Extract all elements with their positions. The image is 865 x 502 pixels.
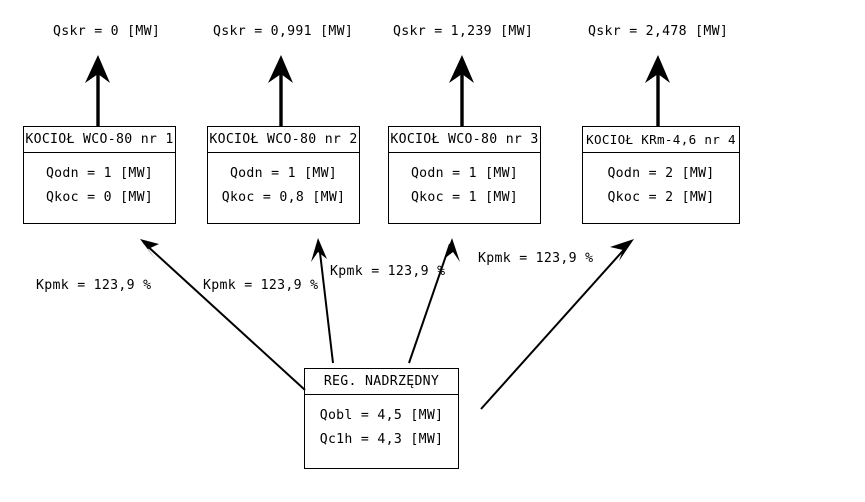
output-label-2: Qskr = 0,991 [MW] <box>213 24 354 39</box>
output-label-3: Qskr = 1,239 [MW] <box>393 24 534 39</box>
boiler-3-qkoc: Qkoc = 1 [MW] <box>410 190 519 205</box>
gain-label-3: Kpmk = 123,9 % <box>330 264 446 279</box>
master-controller-qc1h: Qc1h = 4,3 [MW] <box>319 432 444 447</box>
control-arrow-4 <box>480 239 634 410</box>
boiler-4-title: KOCIOŁ KRm-4,6 nr 4 <box>583 127 739 153</box>
boiler-box-1[interactable]: KOCIOŁ WCO-80 nr 1 Qodn = 1 [MW] Qkoc = … <box>23 126 176 224</box>
boiler-1-qodn: Qodn = 1 [MW] <box>45 166 154 181</box>
gain-label-2: Kpmk = 123,9 % <box>203 278 319 293</box>
master-controller-body: Qobl = 4,5 [MW] Qc1h = 4,3 [MW] <box>305 395 458 452</box>
boiler-3-qodn: Qodn = 1 [MW] <box>410 166 519 181</box>
boiler-4-qkoc: Qkoc = 2 [MW] <box>607 190 715 205</box>
master-controller-qobl: Qobl = 4,5 [MW] <box>319 408 444 423</box>
control-arrow-1 <box>140 239 306 391</box>
output-arrow-2 <box>268 55 293 126</box>
boiler-3-title: KOCIOŁ WCO-80 nr 3 <box>389 127 540 153</box>
boiler-3-body: Qodn = 1 [MW] Qkoc = 1 [MW] <box>389 153 540 210</box>
output-arrow-4 <box>645 55 670 126</box>
master-controller-title: REG. NADRZĘDNY <box>305 369 458 395</box>
control-arrow-3 <box>408 238 460 364</box>
boiler-2-qkoc: Qkoc = 0,8 [MW] <box>221 190 346 205</box>
boiler-1-title: KOCIOŁ WCO-80 nr 1 <box>24 127 175 153</box>
boiler-2-qodn: Qodn = 1 [MW] <box>229 166 338 181</box>
boiler-2-title: KOCIOŁ WCO-80 nr 2 <box>208 127 359 153</box>
output-arrow-1 <box>85 55 110 126</box>
boiler-2-body: Qodn = 1 [MW] Qkoc = 0,8 [MW] <box>208 153 359 210</box>
gain-label-1: Kpmk = 123,9 % <box>36 278 152 293</box>
boiler-box-4[interactable]: KOCIOŁ KRm-4,6 nr 4 Qodn = 2 [MW] Qkoc =… <box>582 126 740 224</box>
boiler-box-2[interactable]: KOCIOŁ WCO-80 nr 2 Qodn = 1 [MW] Qkoc = … <box>207 126 360 224</box>
boiler-4-body: Qodn = 2 [MW] Qkoc = 2 [MW] <box>583 153 739 210</box>
boiler-box-3[interactable]: KOCIOŁ WCO-80 nr 3 Qodn = 1 [MW] Qkoc = … <box>388 126 541 224</box>
output-label-1: Qskr = 0 [MW] <box>53 24 161 39</box>
output-label-4: Qskr = 2,478 [MW] <box>588 24 729 39</box>
boiler-1-body: Qodn = 1 [MW] Qkoc = 0 [MW] <box>24 153 175 210</box>
gain-label-4: Kpmk = 123,9 % <box>478 251 594 266</box>
boiler-4-qodn: Qodn = 2 [MW] <box>607 166 715 181</box>
master-controller-box[interactable]: REG. NADRZĘDNY Qobl = 4,5 [MW] Qc1h = 4,… <box>304 368 459 469</box>
output-arrow-3 <box>449 55 474 126</box>
boiler-1-qkoc: Qkoc = 0 [MW] <box>45 190 154 205</box>
control-arrow-2 <box>311 238 334 364</box>
